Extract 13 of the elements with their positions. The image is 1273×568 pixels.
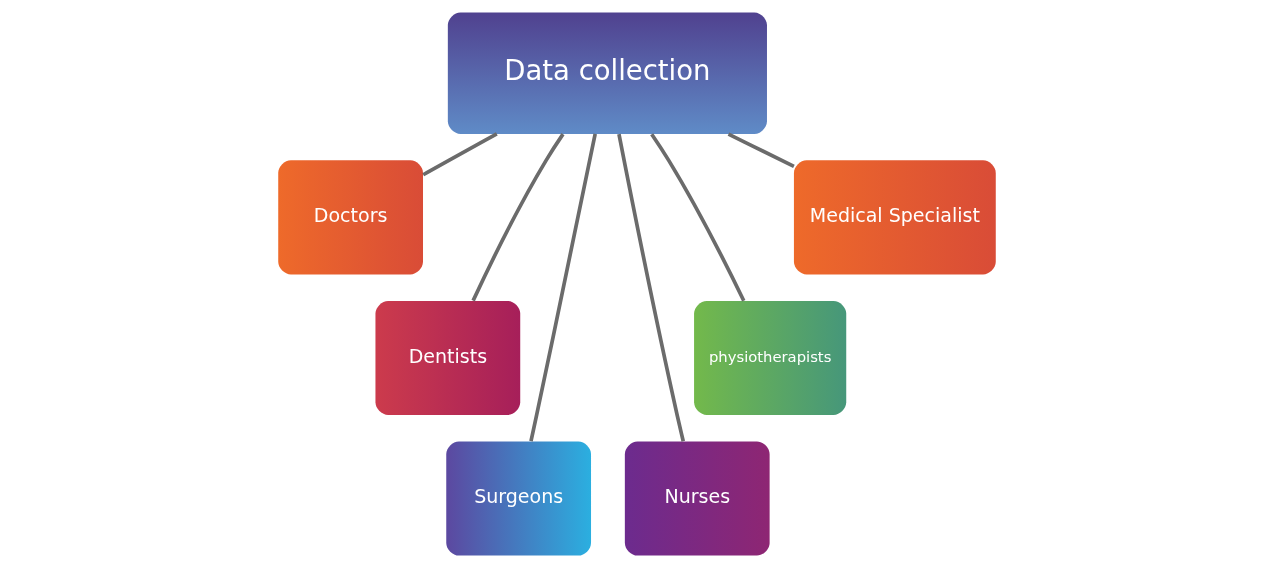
connector [421, 132, 498, 177]
connector [528, 133, 597, 442]
node-box: Nurses [624, 441, 770, 556]
node-box: Dentists [374, 300, 520, 416]
node-box: physiotherapists [693, 300, 846, 416]
node-box: Doctors [277, 160, 423, 275]
connector [649, 133, 745, 302]
node-box: Medical Specialist [793, 160, 996, 275]
node-box: Surgeons [445, 441, 591, 556]
connector [616, 133, 685, 442]
node-box: Data collection [447, 12, 767, 134]
connector [727, 132, 795, 169]
connector [470, 133, 565, 302]
